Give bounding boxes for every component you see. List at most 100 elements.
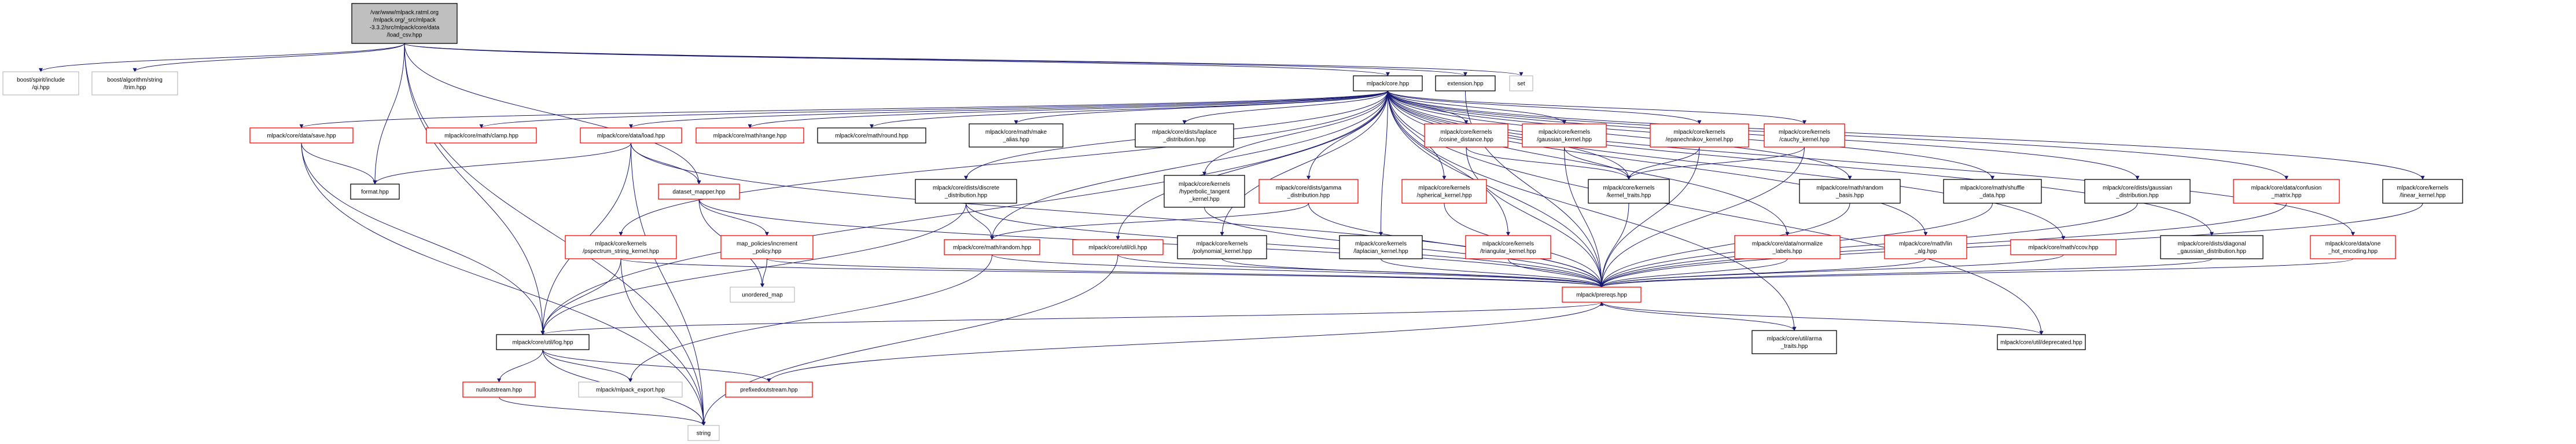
edge-prefixedoutstream-to-prereqs <box>768 302 1604 383</box>
node-linear-kernel[interactable]: mlpack/core/kernels/linear_kernel.hpp <box>2382 179 2463 204</box>
edge-core-to-make_alias <box>1014 90 1388 124</box>
node-label: dataset_mapper.hpp <box>672 189 726 196</box>
node-hyperbolic[interactable]: mlpack/core/kernels/hyperbolic_tangent_k… <box>1164 175 1245 208</box>
node-ccov[interactable]: mlpack/core/math/ccov.hpp <box>2010 239 2117 255</box>
node-map-policies[interactable]: map_policies/increment_policy.hpp <box>720 235 814 259</box>
node-label: mlpack/core/util/arma <box>1767 336 1821 342</box>
node-box <box>1401 179 1487 204</box>
node-label: mlpack/core/dists/gaussian <box>2103 185 2172 192</box>
node-label: format.hpp <box>361 189 389 196</box>
node-box <box>817 127 926 144</box>
node-box <box>1353 75 1423 91</box>
node-gaussian-kernel[interactable]: mlpack/core/kernels/gaussian_kernel.hpp <box>1522 123 1607 148</box>
node-cosine[interactable]: mlpack/core/kernels/cosine_distance.hpp <box>1424 123 1508 148</box>
node-label: mlpack/core/math/round.hpp <box>835 133 908 140</box>
node-label: mlpack/core/util/log.hpp <box>512 340 573 346</box>
node-gaussian-dist[interactable]: mlpack/core/dists/gaussian_distribution.… <box>2084 179 2191 204</box>
node-trim: boost/algorithm/string/trim.hpp <box>91 71 178 96</box>
node-box <box>1650 123 1749 148</box>
edge-root-to-extension <box>404 43 1467 76</box>
node-box <box>565 235 677 259</box>
node-prefixedoutstream[interactable]: prefixedoutstream.hpp <box>725 381 813 398</box>
edge-pspectrum-to-string <box>620 258 706 426</box>
edge-core-to-triangular <box>1388 90 1510 236</box>
node-shuffle[interactable]: mlpack/core/math/shuffle_data.hpp <box>1943 179 2042 204</box>
node-clamp[interactable]: mlpack/core/math/clamp.hpp <box>426 127 537 144</box>
edge-map_policies-to-prereqs <box>767 258 1604 288</box>
node-normalize[interactable]: mlpack/core/data/normalize_labels.hpp <box>1734 235 1841 259</box>
edge-save-to-format <box>301 142 377 185</box>
node-laplacian[interactable]: mlpack/core/kernels/laplacian_kernel.hpp <box>1339 235 1423 259</box>
node-label: mlpack/core/dists/diagonal <box>2178 241 2246 247</box>
edge-log-to-nulloutstream <box>497 349 543 383</box>
edge-core-to-kernel_traits <box>1388 90 1631 180</box>
node-random-basis[interactable]: mlpack/core/math/random_basis.hpp <box>1799 179 1901 204</box>
node-box <box>1734 235 1841 259</box>
node-arma-traits[interactable]: mlpack/core/util/arma_traits.hpp <box>1751 330 1837 354</box>
node-gamma[interactable]: mlpack/core/dists/gamma_distribution.hpp <box>1258 179 1359 204</box>
node-box <box>426 127 537 144</box>
node-dataset-mapper[interactable]: dataset_mapper.hpp <box>658 184 740 200</box>
node-make-alias[interactable]: mlpack/core/math/make_alias.hpp <box>969 123 1063 148</box>
node-round[interactable]: mlpack/core/math/round.hpp <box>817 127 926 144</box>
edge-prereqs-to-log <box>540 302 1602 335</box>
edge-save-to-log <box>301 142 545 335</box>
node-label: mlpack/core/math/shuffle <box>1960 185 2025 192</box>
node-label: mlpack/core/kernels <box>1179 181 1230 188</box>
node-discrete[interactable]: mlpack/core/dists/discrete_distribution.… <box>915 179 1017 204</box>
edge-normalize-to-prereqs <box>1599 258 1788 288</box>
edge-root-to-qi <box>39 43 405 72</box>
edge-dataset_mapper-to-map_policies <box>698 199 769 236</box>
node-label: /gaussian_kernel.hpp <box>1537 137 1592 143</box>
node-label: nulloutstream.hpp <box>476 387 522 394</box>
node-cli[interactable]: mlpack/core/util/cli.hpp <box>1072 239 1164 255</box>
node-label: -3.3.2/src/mlpack/core/data <box>370 25 440 31</box>
node-box <box>1339 235 1423 259</box>
edge-save-to-string <box>301 142 706 426</box>
node-label: mlpack/core/math/ccov.hpp <box>2029 245 2099 251</box>
node-kernel-traits[interactable]: mlpack/core/kernels/kernel_traits.hpp <box>1588 179 1670 204</box>
node-diag-gaussian[interactable]: mlpack/core/dists/diagonal_gaussian_dist… <box>2160 235 2264 259</box>
node-box <box>1465 235 1551 259</box>
node-cauchy[interactable]: mlpack/core/kernels/cauchy_kernel.hpp <box>1764 123 1845 148</box>
node-label: mlpack/core/kernels <box>595 241 647 247</box>
node-one-hot[interactable]: mlpack/core/data/one_hot_encoding.hpp <box>2310 235 2396 259</box>
node-label: /cauchy_kernel.hpp <box>1779 137 1830 143</box>
node-polynomial[interactable]: mlpack/core/kernels/polynomial_kernel.hp… <box>1177 235 1267 259</box>
node-save[interactable]: mlpack/core/data/save.hpp <box>249 127 354 144</box>
edge-pspectrum-to-log <box>540 258 621 335</box>
node-load[interactable]: mlpack/core/data/load.hpp <box>580 127 682 144</box>
node-extension[interactable]: extension.hpp <box>1435 75 1496 91</box>
edge-core-to-arma_traits <box>1388 90 1797 331</box>
node-core[interactable]: mlpack/core.hpp <box>1353 75 1423 91</box>
edge-one_hot-to-prereqs <box>1599 258 2353 288</box>
node-laplace[interactable]: mlpack/core/dists/laplace_distribution.h… <box>1135 123 1234 148</box>
edge-root-to-trim <box>133 43 405 72</box>
node-box <box>1884 235 1967 259</box>
node-pspectrum[interactable]: mlpack/core/kernels/pspectrum_string_ker… <box>565 235 677 259</box>
edge-cosine-to-kernel_traits <box>1466 146 1631 180</box>
node-deprecated[interactable]: mlpack/core/util/deprecated.hpp <box>1997 334 2086 350</box>
node-label: _hot_encoding.hpp <box>2328 248 2378 255</box>
node-range[interactable]: mlpack/core/math/range.hpp <box>695 127 804 144</box>
node-lin-alg[interactable]: mlpack/core/math/lin_alg.hpp <box>1884 235 1967 259</box>
node-nulloutstream[interactable]: nulloutstream.hpp <box>462 381 536 398</box>
node-log[interactable]: mlpack/core/util/log.hpp <box>496 334 590 350</box>
node-label: mlpack/core/util/cli.hpp <box>1088 245 1147 251</box>
node-label: mlpack/core/math/make <box>985 129 1047 135</box>
node-spherical[interactable]: mlpack/core/kernels/spherical_kernel.hpp <box>1401 179 1487 204</box>
node-label: /triangular_kernel.hpp <box>1480 248 1536 255</box>
node-label: mlpack/prereqs.hpp <box>1576 292 1627 299</box>
node-box <box>1072 239 1164 255</box>
node-format[interactable]: format.hpp <box>350 184 400 200</box>
node-label: mlpack/core/dists/discrete <box>933 185 999 192</box>
edge-core-to-ccov <box>1388 90 2066 240</box>
node-prereqs[interactable]: mlpack/prereqs.hpp <box>1562 287 1642 303</box>
node-box <box>580 127 682 144</box>
node-epanechnikov[interactable]: mlpack/core/kernels/epanechnikov_kernel.… <box>1650 123 1749 148</box>
node-triangular[interactable]: mlpack/core/kernels/triangular_kernel.hp… <box>1465 235 1551 259</box>
node-confusion[interactable]: mlpack/core/data/confusion_matrix.hpp <box>2233 179 2340 204</box>
node-label: mlpack/core/data/save.hpp <box>267 133 336 140</box>
node-random[interactable]: mlpack/core/math/random.hpp <box>944 239 1040 255</box>
node-label: _kernel.hpp <box>1188 196 1220 203</box>
